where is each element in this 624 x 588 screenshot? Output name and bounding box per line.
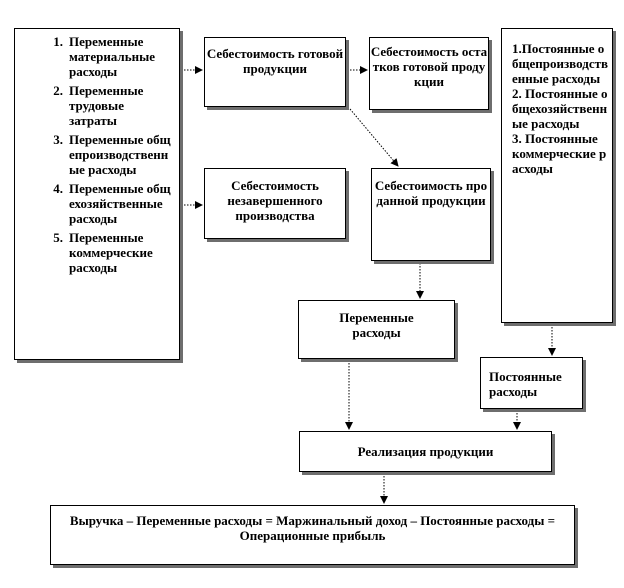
finished-goods-cost-box: Себестоимость готовой продукции	[204, 37, 346, 107]
finished-goods-remainder-cost-box: Себестоимость остатков готовой продукции	[369, 37, 489, 110]
arrow-finished-to-sold	[349, 108, 399, 167]
sold-goods-cost-box: Себестоимость проданной продукции	[371, 168, 491, 261]
variable-cost-item: 2.Переменные трудовые затраты	[53, 83, 144, 128]
fixed-costs-box: Постоянные расходы	[480, 357, 583, 409]
variable-cost-item: 3.Переменные общепроизводственные расход…	[53, 132, 171, 177]
variable-cost-item: 1.Переменные материальные расходы	[53, 34, 155, 79]
wip-cost-box: Себестоимость незавершенного производств…	[204, 168, 346, 239]
variable-costs-box: Переменные расходы	[298, 300, 455, 359]
fixed-cost-item: 2. Постоянные общехозяйственные расходы	[512, 86, 608, 131]
variable-cost-item: 4.Переменные общехозяйственные расходы	[53, 181, 171, 226]
formula-box: Выручка – Переменные расходы = Маржиналь…	[50, 505, 575, 565]
fixed-cost-item: 3. Постоянные коммерческие расходы	[512, 131, 607, 176]
sales-box: Реализация продукции	[299, 431, 552, 472]
variable-costs-list-box: 1.Переменные материальные расходы 2.Пере…	[14, 28, 180, 360]
fixed-cost-item: 1.Постоянные общепроизводственные расход…	[512, 41, 608, 86]
fixed-costs-list-box: 1.Постоянные общепроизводственные расход…	[501, 28, 613, 323]
variable-cost-item: 5.Переменные коммерческие расходы	[53, 230, 153, 275]
